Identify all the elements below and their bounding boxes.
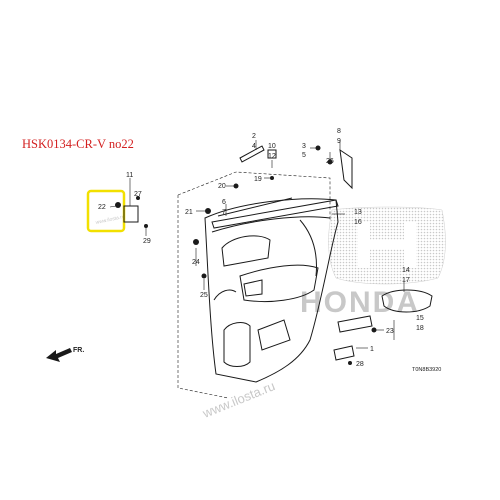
- bracket-11: [123, 205, 139, 223]
- clip-24-icon: [193, 239, 199, 245]
- part-label-24: 24: [192, 259, 200, 266]
- part-label-16: 16: [354, 219, 362, 226]
- part-label-5: 5: [302, 152, 306, 159]
- clip-3-5-icon: [315, 145, 321, 151]
- screw-28-icon: [348, 361, 352, 365]
- part-label-17: 17: [402, 277, 410, 284]
- part-label-11: 11: [126, 172, 133, 179]
- part-label-6: 6: [222, 199, 226, 206]
- part-label-19: 19: [254, 176, 262, 183]
- part-label-26: 26: [326, 158, 334, 165]
- trim-piece-2-4: [239, 145, 265, 163]
- part-label-12: 12: [268, 153, 276, 160]
- garnish-8-9: [339, 148, 353, 190]
- url-watermark-1: www.ilosta.ru: [95, 214, 125, 226]
- part-label-7: 7: [222, 209, 226, 216]
- part-label-18: 18: [416, 325, 424, 332]
- garnish-strip: [217, 197, 293, 217]
- honda-logo-watermark: [328, 206, 446, 285]
- part-label-8: 8: [337, 128, 341, 135]
- belt-moulding: [211, 199, 339, 229]
- highlight-box: [86, 189, 126, 233]
- part-label-10: 10: [268, 143, 276, 150]
- door-dashed-outline-left: [177, 195, 229, 399]
- leader-lines: [109, 140, 405, 349]
- part-label-1: 1: [370, 346, 374, 353]
- part-label-9: 9: [337, 138, 341, 145]
- screw-20-icon: [233, 183, 239, 189]
- clip-25-icon: [201, 273, 207, 279]
- fastener-icons: [115, 145, 377, 365]
- url-watermark-2: www.ilosta.ru: [200, 378, 278, 421]
- trim-piece-10-12: [267, 149, 277, 159]
- clip-19-icon: [270, 176, 274, 180]
- part-label-14: 14: [402, 267, 410, 274]
- armrest-14-17: [381, 289, 433, 313]
- screw-23-icon: [371, 327, 377, 333]
- part-label-23: 23: [386, 328, 394, 335]
- door-lining-panel: [204, 198, 339, 383]
- part-label-4: 4: [252, 143, 256, 150]
- part-label-20: 20: [218, 183, 226, 190]
- diagram-title: HSK0134-CR-V no22: [22, 137, 134, 151]
- svg-text:FR.: FR.: [73, 347, 84, 354]
- part-label-22: 22: [98, 204, 106, 211]
- part-label-29: 29: [143, 238, 151, 245]
- part-label-27: 27: [134, 191, 142, 198]
- front-direction-arrow: FR.: [46, 347, 84, 362]
- part-label-3: 3: [302, 143, 306, 150]
- handle-1: [333, 345, 355, 361]
- part-label-21: 21: [185, 209, 193, 216]
- part-label-25: 25: [200, 292, 208, 299]
- switch-panel-15-18: [337, 315, 373, 333]
- clip-26-icon: [327, 159, 333, 165]
- part-label-13: 13: [354, 209, 362, 216]
- part-number-labels: 11 27 22 29 20 21 6 7 24 25 2 4 10 12 19…: [98, 128, 424, 368]
- clip-21-icon: [205, 208, 211, 214]
- part-label-2: 2: [252, 133, 256, 140]
- part-label-28: 28: [356, 361, 364, 368]
- part-label-15: 15: [416, 315, 424, 322]
- diagram-code: T0N8B3920: [412, 367, 441, 373]
- honda-wordmark-watermark: HONDA: [300, 286, 420, 319]
- screw-29-icon: [144, 224, 148, 228]
- clip-22-icon: [115, 202, 121, 208]
